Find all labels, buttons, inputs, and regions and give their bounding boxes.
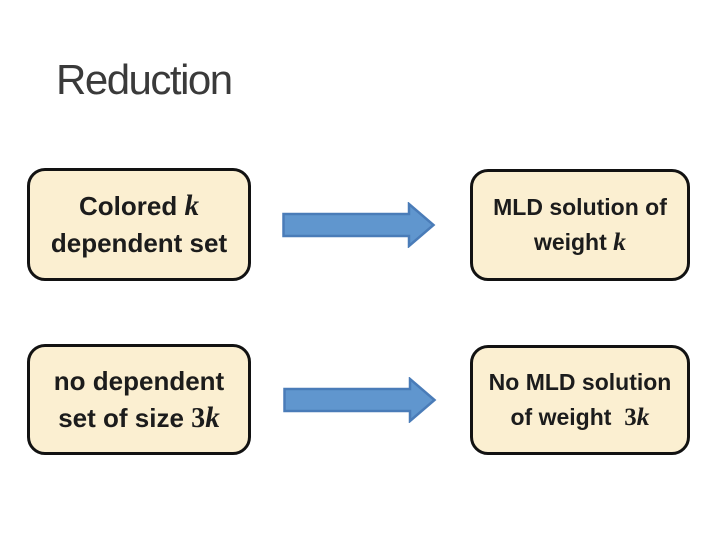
box-text: weight: [533, 229, 614, 255]
box-text-line: no dependent: [54, 363, 224, 400]
math-variable: k: [184, 189, 199, 222]
box-text: set of size: [58, 402, 192, 433]
box-text-line: set of size 3k: [58, 400, 220, 437]
box-text-line: of weight 3k: [510, 400, 649, 435]
box-text-line: No MLD solution: [489, 365, 672, 400]
right-arrow-icon: [283, 377, 437, 423]
box-text-line: dependent set: [51, 225, 227, 262]
math-variable: k: [636, 402, 650, 431]
box-text-line: weight k: [534, 225, 626, 260]
math-number: 3: [191, 402, 206, 434]
box-no-dependent-set-of-size-3k: no dependent set of size 3k: [27, 344, 251, 455]
box-text: No MLD solution: [488, 369, 672, 395]
box-text: of weight: [510, 404, 625, 430]
box-text: no dependent: [53, 365, 225, 396]
right-arrow-shape: [283, 377, 437, 423]
math-variable: k: [613, 227, 627, 256]
box-text-line: MLD solution of: [493, 190, 667, 225]
box-text: dependent set: [50, 227, 228, 258]
box-no-mld-solution-of-weight-3k: No MLD solution of weight 3k: [470, 345, 690, 455]
box-mld-solution-of-weight-k: MLD solution of weight k: [470, 169, 690, 281]
right-arrow-shape: [282, 202, 436, 248]
box-text: MLD solution of: [493, 194, 667, 220]
math-variable: k: [205, 401, 220, 434]
box-text: Colored: [78, 190, 185, 221]
box-text-line: Colored k: [79, 188, 199, 225]
right-arrow-icon: [282, 202, 436, 248]
box-colored-k-dependent-set: Colored k dependent set: [27, 168, 251, 281]
math-number: 3: [624, 404, 637, 431]
slide-title: Reduction: [56, 56, 233, 103]
